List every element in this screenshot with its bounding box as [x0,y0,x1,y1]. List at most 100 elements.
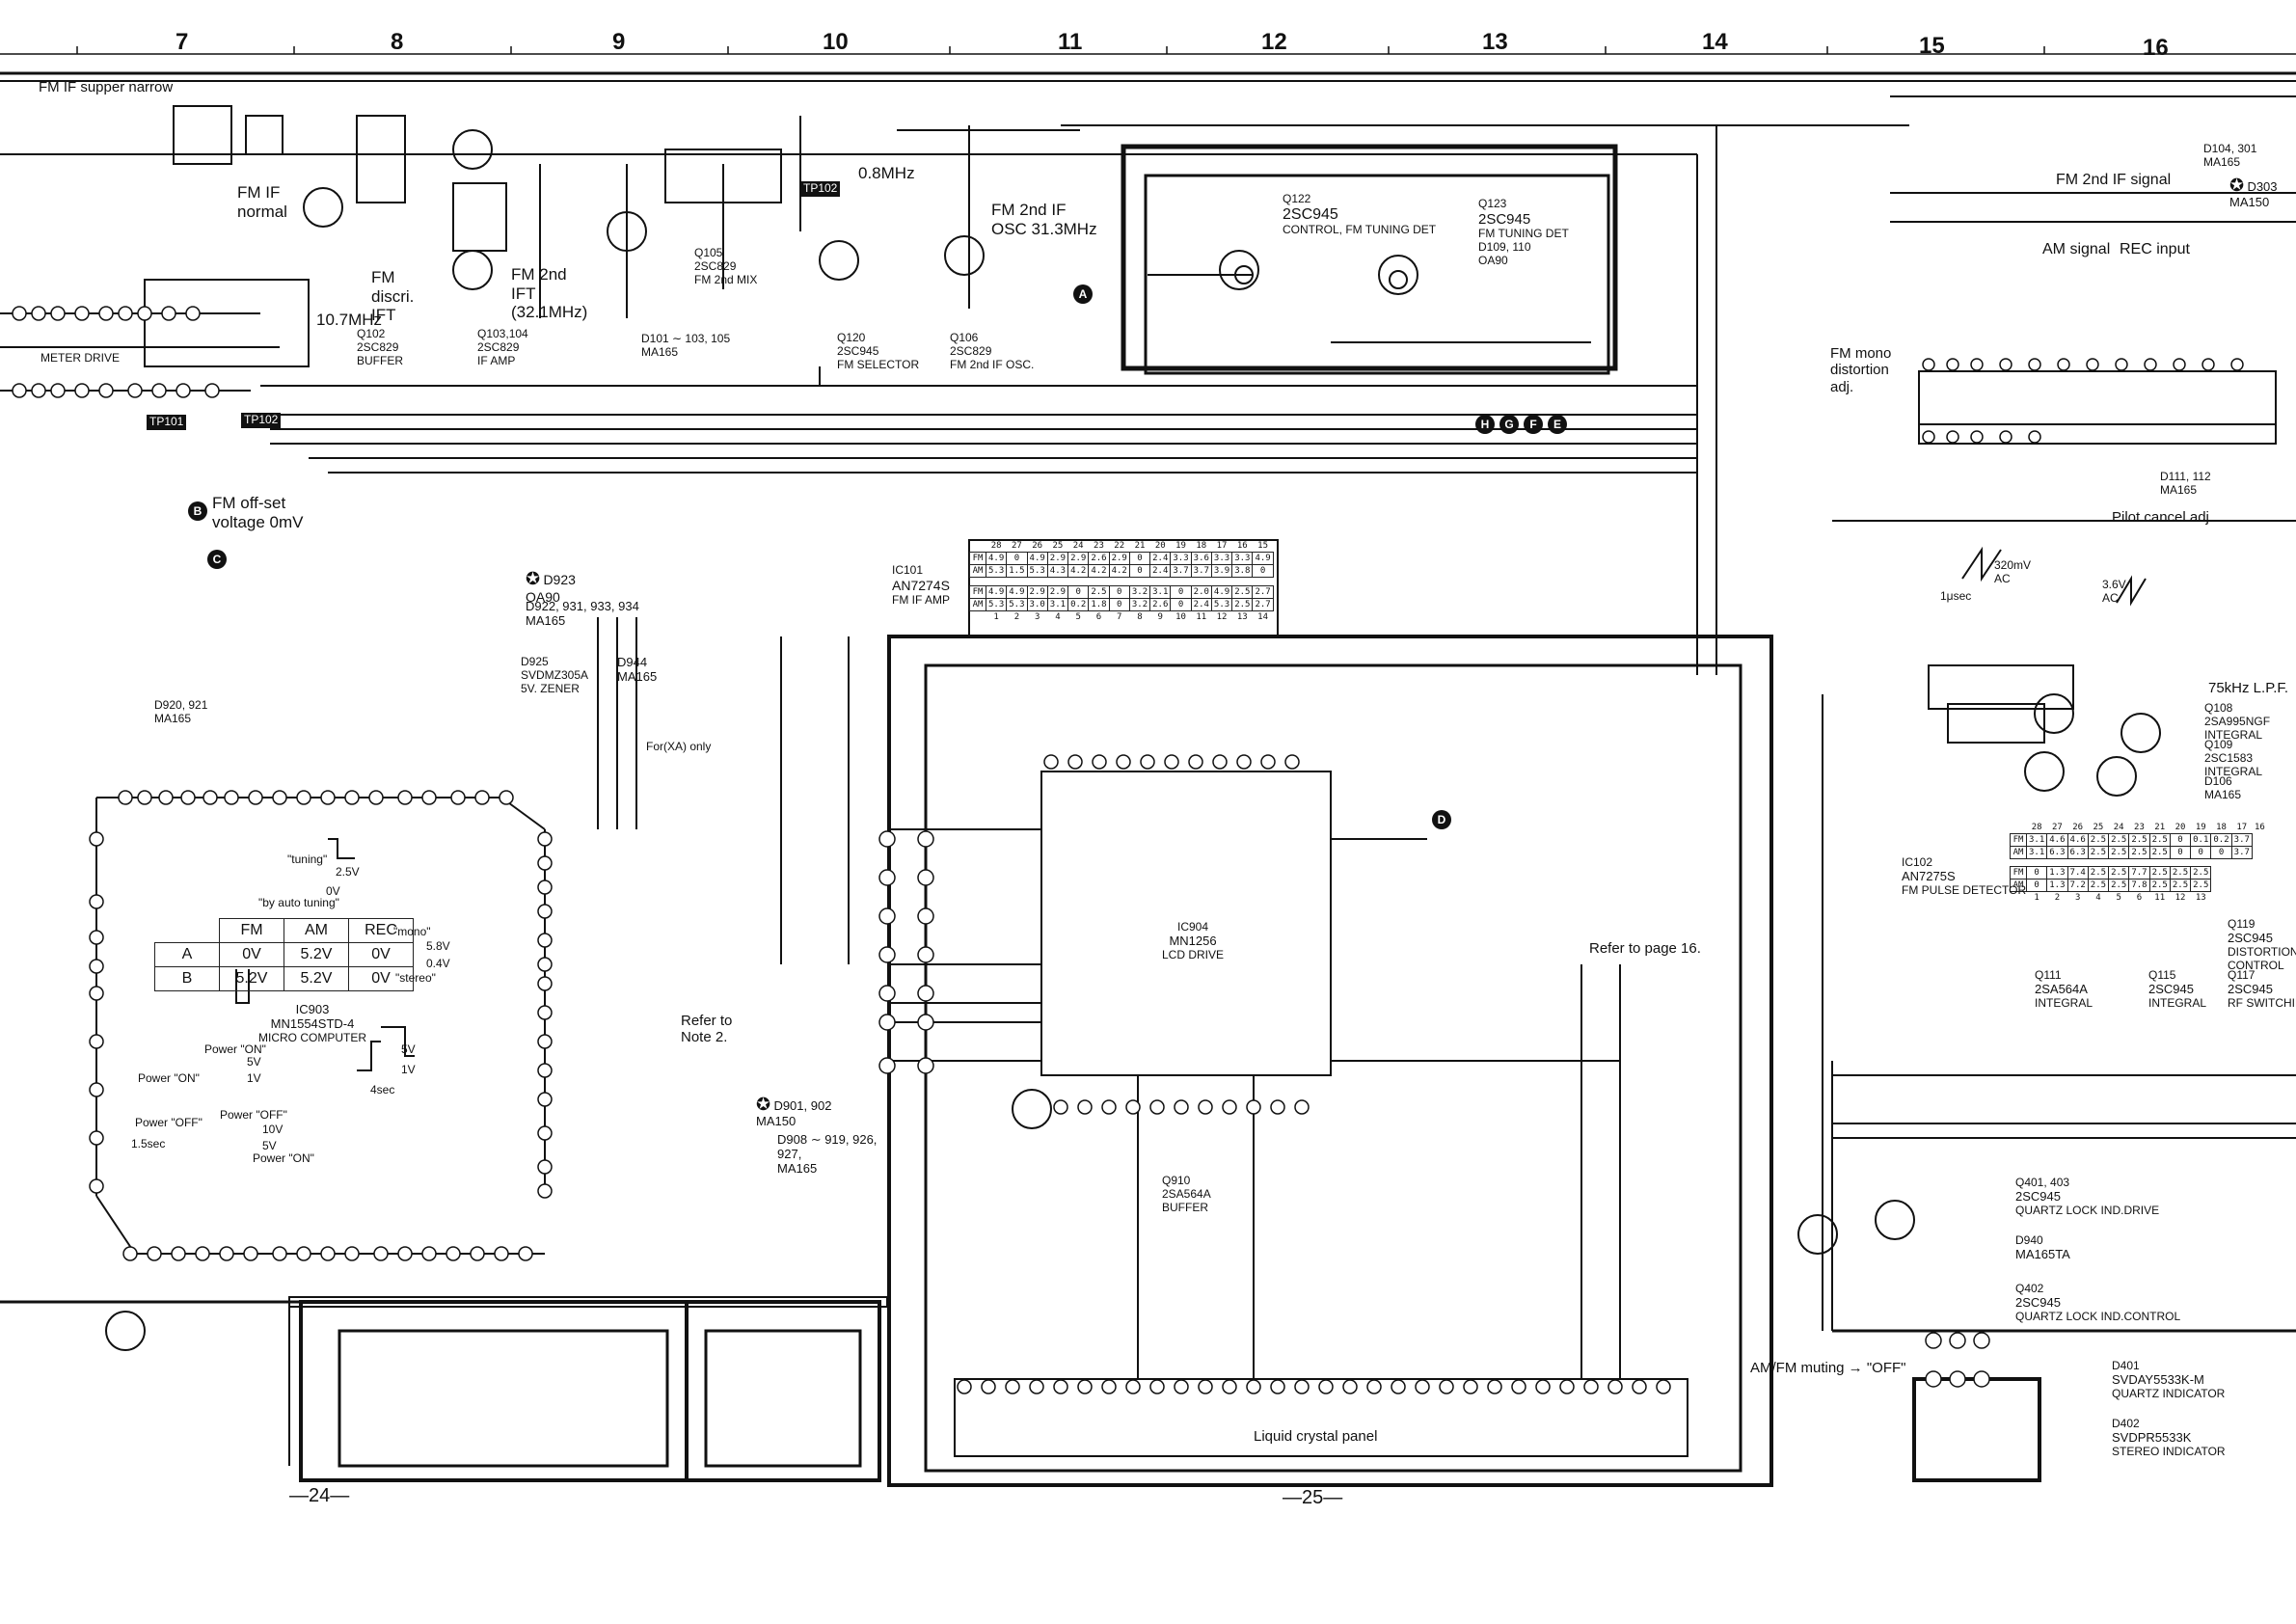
column-number: 14 [1702,29,1728,55]
q401-caption: Q401, 403 2SC945 QUARTZ LOCK IND.DRIVE [2015,1176,2160,1217]
refer-note2-label: Refer to Note 2. [681,1013,733,1046]
q105-caption: Q105 2SC829 FM 2nd MIX [694,246,758,286]
q910-caption: Q910 2SA564A BUFFER [1162,1174,1211,1214]
d908-caption: D908 ∼ 919, 926, 927, MA165 [777,1132,878,1176]
d923-caption: ✪ D923 OA90 [526,569,576,605]
refer-page16-label: Refer to page 16. [1589,940,1701,957]
q111-caption: Q111 2SA564A INTEGRAL [2035,968,2093,1010]
page-number-left: —24— [289,1485,350,1506]
d104-caption: D104, 301 MA165 [2203,142,2257,169]
fm-if-super-narrow-label: FM IF supper narrow [39,79,174,95]
meter-drive-label: METER DRIVE [41,351,121,365]
power-on-label: Power "ON" [253,1151,314,1165]
am-fm-muting-label: AM/FM muting → "OFF" [1750,1360,1906,1376]
v10-label: 10V [262,1123,284,1136]
star-icon: ✪ [756,1095,771,1114]
power-off-label: Power "OFF" [220,1108,287,1122]
fm-2nd-ift-label: FM 2nd IFT (32.1MHz) [511,265,588,322]
v1-label: 1V [247,1071,261,1085]
d111-caption: D111, 112 MA165 [2160,470,2211,497]
ic903-caption: IC903 MN1554STD-4 MICRO COMPUTER [258,1002,366,1044]
column-number: 7 [176,29,189,55]
tp102-label-upper: TP102 [800,181,841,197]
d901-caption: ✪ D901, 902 MA150 [756,1095,832,1128]
d106-caption: D106 MA165 [2204,774,2242,801]
v2-5-label: 2.5V [336,865,360,879]
by-auto-tuning-label: "by auto tuning" [258,896,339,909]
fm-2nd-if-osc-label: FM 2nd IF OSC 31.3MHz [991,201,1097,238]
lpf-75khz-label: 75kHz L.P.F. [2208,680,2289,696]
column-number: 15 [1919,33,1945,59]
power-off-label: Power "OFF" [135,1116,203,1129]
for-xa-only-label: For(XA) only [646,740,712,753]
fm-2nd-if-signal-label: FM 2nd IF signal [2056,172,2172,188]
star-icon: ✪ [526,569,541,588]
marker-h-icon: H [1475,415,1495,434]
sec-4-label: 4sec [370,1083,395,1096]
column-number: 16 [2143,35,2169,61]
freq-0-8mhz-label: 0.8MHz [858,164,915,182]
ac-320mv-label: 320mV AC [1994,558,2032,585]
v0-4-label: 0.4V [426,957,450,970]
v5-label: 5V [262,1139,277,1152]
q102-caption: Q102 2SC829 BUFFER [357,327,403,367]
q115-caption: Q115 2SC945 INTEGRAL [2148,968,2207,1010]
am-signal-label: AM signal [2042,241,2111,257]
d925-caption: D925 SVDMZ305A 5V. ZENER [521,655,589,695]
marker-c-icon: C [207,550,227,569]
page-number-right: —25— [1283,1487,1343,1508]
tuning-label: "tuning" [287,853,328,866]
liquid-crystal-panel-label: Liquid crystal panel [1254,1428,1378,1445]
marker-d-icon: D [1432,810,1451,829]
d101-caption: D101 ∼ 103, 105 MA165 [641,332,731,359]
rec-input-label: REC input [2120,241,2190,257]
q122-caption: Q122 2SC945 CONTROL, FM TUNING DET [1283,192,1437,237]
power-on-label: Power "ON" [138,1071,200,1085]
column-number: 9 [612,29,626,55]
fm-if-normal-label: FM IF normal [237,183,287,221]
fm-discri-ift-label: FM discri. IFT [371,268,415,325]
d303-caption: ✪ D303 MA150 [2229,176,2278,209]
d402-caption: D402 SVDPR5533K STEREO INDICATOR [2112,1417,2226,1458]
v0-label: 0V [326,884,340,898]
column-number: 8 [391,29,404,55]
q120-caption: Q120 2SC945 FM SELECTOR [837,331,920,371]
marker-e-icon: E [1548,415,1567,434]
tp102-label: TP102 [241,413,282,428]
q117-caption: Q117 2SC945 RF SWITCHING [2228,968,2296,1010]
v5-label: 5V [401,1042,416,1056]
tp101-label: TP101 [147,415,187,430]
q123-caption: Q123 2SC945 FM TUNING DET D109, 110 OA90 [1478,197,1569,267]
q109-caption: Q109 2SC1583 INTEGRAL [2204,738,2263,778]
marker-a-icon: A [1073,284,1093,304]
star-icon: ✪ [2229,176,2245,195]
d920-caption: D920, 921 MA165 [154,698,208,725]
fm-offset-label: FM off-set voltage 0mV [212,494,304,531]
fm-mono-distortion-label: FM mono distortion adj. [1830,345,1892,395]
ac-3-6v-label: 3.6V AC [2102,578,2126,605]
d940-caption: D940 MA165TA [2015,1233,2070,1261]
d922-caption: D922, 931, 933, 934 MA165 [526,599,639,628]
q106-caption: Q106 2SC829 FM 2nd IF OSC. [950,331,1035,371]
ic102-caption: IC102 AN7275S FM PULSE DETECTOR [1902,855,2027,897]
column-number: 10 [823,29,849,55]
v5-8-label: 5.8V [426,939,450,953]
marker-f-icon: F [1524,415,1543,434]
sec-1-5-label: 1.5sec [131,1137,166,1150]
sec-1-label: 1μsec [1940,589,1972,603]
d401-caption: D401 SVDAY5533K-M QUARTZ INDICATOR [2112,1359,2226,1400]
v1-label: 1V [401,1063,416,1076]
q103-caption: Q103,104 2SC829 IF AMP [477,327,528,367]
q119-caption: Q119 2SC945 DISTORTION CONTROL [2228,917,2296,972]
power-on-label: Power "ON" [204,1042,266,1056]
column-number: 12 [1261,29,1287,55]
ic904-caption: IC904 MN1256 LCD DRIVE [1162,920,1225,961]
column-number: 13 [1482,29,1508,55]
freq-10-7mhz-label: 10.7MHz [316,311,383,329]
v5-label: 5V [247,1055,261,1069]
pilot-cancel-label: Pilot cancel adj. [2112,509,2214,526]
q402-caption: Q402 2SC945 QUARTZ LOCK IND.CONTROL [2015,1282,2181,1323]
